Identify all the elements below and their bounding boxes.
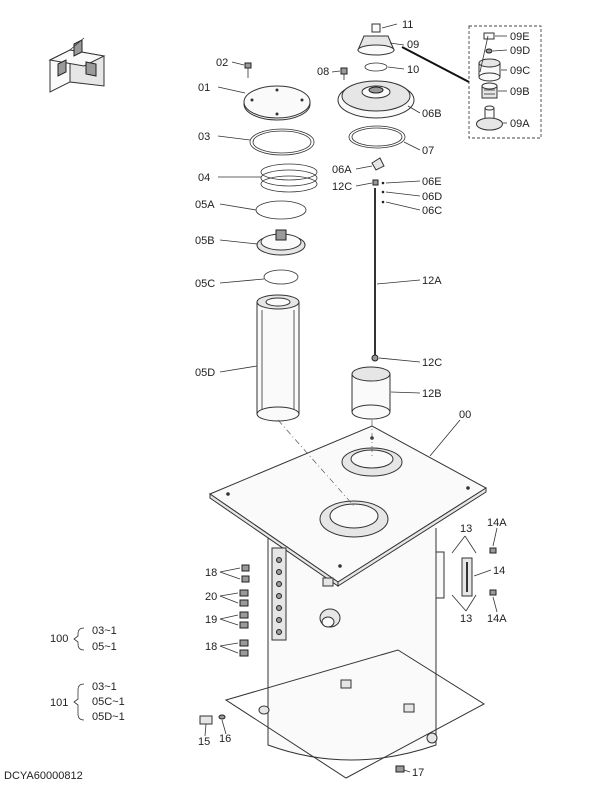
- label-01: 01: [198, 82, 210, 94]
- assembly-101-item-1: 03~1: [92, 681, 117, 693]
- strainer-12B: [351, 366, 391, 420]
- breather-assembly: [357, 23, 395, 72]
- part-labels: 11 09 10 08 02 01 06B 03 07 04 05A 05B 0…: [195, 19, 530, 779]
- label-06C: 06C: [422, 205, 442, 217]
- label-06A: 06A: [332, 164, 352, 176]
- assembly-101-number: 101: [50, 697, 68, 709]
- assembly-100-item-1: 03~1: [92, 625, 117, 637]
- label-12A: 12A: [422, 275, 442, 287]
- label-11: 11: [402, 19, 413, 31]
- assembly-100-item-2: 05~1: [92, 641, 117, 653]
- label-09A: 09A: [510, 118, 530, 130]
- leader-lines: [204, 23, 508, 773]
- cover-01: [243, 85, 311, 121]
- label-14A-bottom: 14A: [487, 613, 507, 625]
- spring-04: [260, 163, 318, 193]
- ring-05A: [255, 200, 307, 220]
- bolt-02: [244, 62, 252, 78]
- assembly-101-item-2: 05C~1: [92, 696, 125, 708]
- sight-gauge-14: [461, 547, 497, 597]
- bolt-17: [395, 765, 405, 773]
- label-20: 20: [205, 591, 217, 603]
- label-00: 00: [459, 409, 471, 421]
- part-09-detail-box: [401, 25, 542, 139]
- label-13-top: 13: [460, 523, 472, 535]
- label-09E: 09E: [510, 31, 530, 43]
- label-10: 10: [407, 64, 419, 76]
- label-12B: 12B: [422, 388, 442, 400]
- label-03: 03: [198, 131, 210, 143]
- label-06E: 06E: [422, 176, 442, 188]
- plugs-18-19-20: [239, 564, 250, 657]
- assembly-100-number: 100: [50, 633, 68, 645]
- drain-15-16: [199, 714, 226, 725]
- rod-12A: [371, 157, 385, 362]
- gasket-03: [249, 128, 315, 156]
- label-18-top: 18: [205, 567, 217, 579]
- bolt-08: [340, 67, 348, 80]
- label-09B: 09B: [510, 86, 530, 98]
- label-16: 16: [219, 733, 231, 745]
- label-15: 15: [198, 736, 210, 748]
- label-12C-top: 12C: [332, 181, 352, 193]
- label-05D: 05D: [195, 367, 215, 379]
- label-14: 14: [493, 565, 505, 577]
- label-05C: 05C: [195, 278, 215, 290]
- label-09C: 09C: [510, 65, 530, 77]
- cover-06B: [337, 80, 415, 119]
- filter-element-05D: [256, 294, 300, 422]
- label-08: 08: [317, 66, 329, 78]
- valve-05B: [256, 229, 306, 256]
- assembly-note-101: 101 03~1 05C~1 05D~1: [50, 681, 125, 723]
- orientation-cube-icon: [48, 37, 106, 93]
- hydraulic-tank-00: [208, 425, 487, 779]
- label-14A-top: 14A: [487, 517, 507, 529]
- drawing-id: DCYA60000812: [4, 770, 83, 782]
- label-06B: 06B: [422, 108, 442, 120]
- gasket-07: [348, 125, 406, 149]
- label-19: 19: [205, 614, 217, 626]
- assembly-101-item-3: 05D~1: [92, 711, 125, 723]
- label-17: 17: [412, 767, 424, 779]
- label-05A: 05A: [195, 199, 215, 211]
- label-04: 04: [198, 172, 210, 184]
- label-02: 02: [216, 57, 228, 69]
- label-06D: 06D: [422, 191, 442, 203]
- assembly-note-100: 100 03~1 05~1: [50, 625, 117, 653]
- label-09D: 09D: [510, 45, 530, 57]
- label-12C-bottom: 12C: [422, 357, 442, 369]
- label-05B: 05B: [195, 235, 215, 247]
- ring-05C: [263, 269, 299, 285]
- label-18-bottom: 18: [205, 641, 217, 653]
- label-09: 09: [407, 39, 419, 51]
- label-07: 07: [422, 145, 434, 157]
- label-13-bottom: 13: [460, 613, 472, 625]
